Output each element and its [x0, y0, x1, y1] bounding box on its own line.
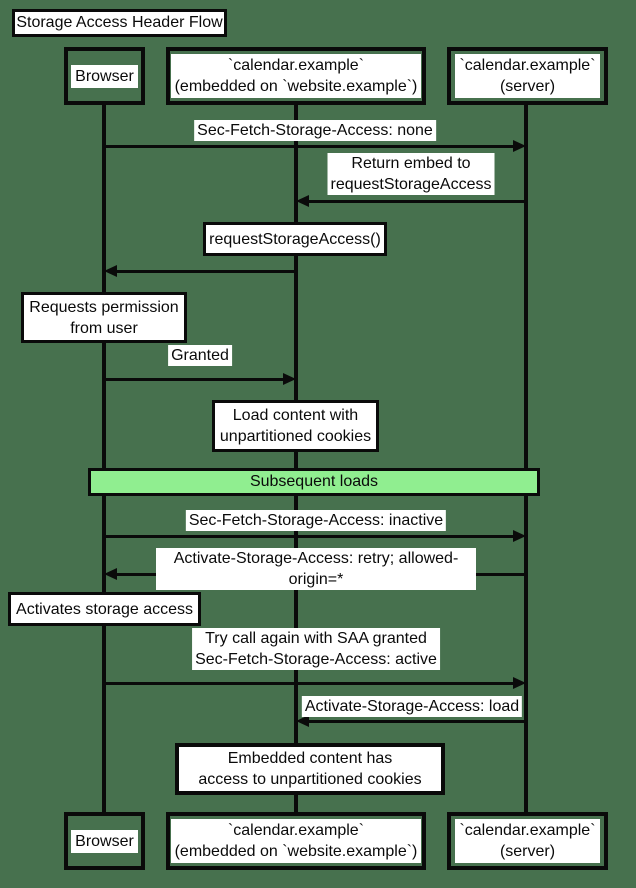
section-divider-subsequent-loads: Subsequent loads	[88, 468, 540, 496]
arrowhead-left-icon	[104, 568, 117, 580]
message-arrow-try-again	[104, 677, 526, 689]
message-arrow-return-embed	[296, 195, 526, 207]
note-request-storage-access: requestStorageAccess()	[203, 222, 387, 256]
participant-server-label: `calendar.example` (server)	[455, 54, 600, 98]
message-label-asa-retry: Activate-Storage-Access: retry; allowed-…	[156, 548, 476, 590]
participant-browser-top: Browser	[64, 47, 145, 105]
lifeline-server	[524, 105, 528, 812]
arrowhead-right-icon	[513, 530, 526, 542]
diagram-title-text: Storage Access Header Flow	[16, 14, 223, 31]
message-arrow-granted	[104, 373, 296, 385]
message-label-try-again: Try call again with SAA granted Sec-Fetc…	[192, 628, 440, 670]
message-label-granted: Granted	[168, 345, 232, 366]
message-arrow-request-storage-access	[104, 265, 296, 277]
message-arrow-asa-load	[296, 715, 526, 727]
arrowhead-right-icon	[513, 677, 526, 689]
participant-embed-label: `calendar.example` (embedded on `website…	[170, 819, 422, 863]
message-label-asa-load: Activate-Storage-Access: load	[301, 696, 523, 717]
note-requests-permission: Requests permission from user	[21, 292, 187, 343]
lifeline-embed	[294, 105, 298, 812]
message-arrow-sfsa-inactive	[104, 530, 526, 542]
message-label-sfsa-inactive: Sec-Fetch-Storage-Access: inactive	[185, 510, 447, 531]
note-activates-storage-access: Activates storage access	[8, 592, 201, 626]
participant-browser-label: Browser	[71, 829, 138, 853]
message-arrow-sfsa-none	[104, 140, 526, 152]
arrowhead-left-icon	[104, 265, 117, 277]
arrowhead-left-icon	[296, 195, 309, 207]
arrowhead-right-icon	[283, 373, 296, 385]
lifeline-browser	[102, 105, 106, 812]
participant-browser-label: Browser	[71, 64, 138, 88]
participant-embed-label: `calendar.example` (embedded on `website…	[170, 54, 422, 98]
participant-browser-bottom: Browser	[64, 812, 145, 870]
note-load-content: Load content with unpartitioned cookies	[212, 400, 379, 452]
message-label-sfsa-none: Sec-Fetch-Storage-Access: none	[194, 120, 436, 141]
diagram-title: Storage Access Header Flow	[12, 9, 227, 37]
participant-server-label: `calendar.example` (server)	[455, 819, 600, 863]
participant-embed-top: `calendar.example` (embedded on `website…	[166, 47, 426, 105]
participant-embed-bottom: `calendar.example` (embedded on `website…	[166, 812, 426, 870]
arrowhead-right-icon	[513, 140, 526, 152]
participant-server-bottom: `calendar.example` (server)	[447, 812, 608, 870]
participant-server-top: `calendar.example` (server)	[447, 47, 608, 105]
arrowhead-left-icon	[296, 715, 309, 727]
note-embedded-access: Embedded content has access to unpartiti…	[175, 743, 445, 795]
section-divider-label: Subsequent loads	[249, 473, 379, 490]
message-label-return-embed: Return embed to requestStorageAccess	[327, 153, 495, 195]
